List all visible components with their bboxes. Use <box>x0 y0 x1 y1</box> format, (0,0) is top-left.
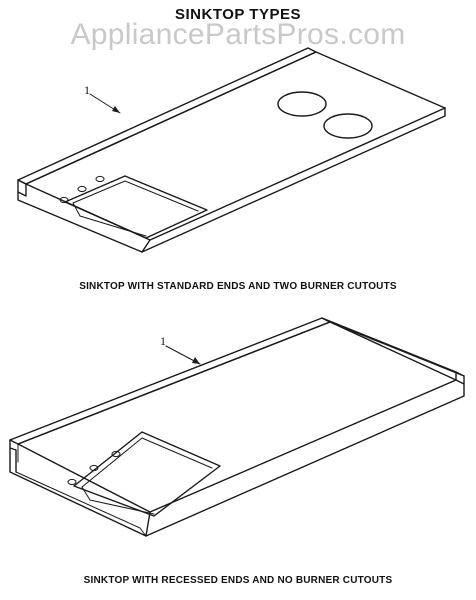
recessed-end-bottom <box>15 471 147 537</box>
page-title: SINKTOP TYPES <box>175 6 301 23</box>
sink-inner-rim <box>72 180 199 212</box>
sink-bowl-wall <box>81 486 155 515</box>
sink-cutout <box>73 431 221 517</box>
burner-cutout-1 <box>277 91 327 117</box>
recessed-end-inner <box>9 447 17 473</box>
faucet-hole-2 <box>77 185 87 193</box>
countertop-surface <box>17 321 457 513</box>
countertop-front-edge <box>9 383 465 537</box>
faucet-hole-1 <box>59 196 69 204</box>
figure-2-caption: SINKTOP WITH RECESSED ENDS AND NO BURNER… <box>83 575 393 586</box>
end-splash-edge <box>455 371 465 385</box>
watermark-text: AppliancePartsPros.com <box>70 18 406 51</box>
faucet-hole-3 <box>95 175 105 183</box>
sink-bowl-wall <box>72 202 147 237</box>
backsplash-end <box>17 179 27 197</box>
callout-arrowhead-2 <box>192 357 200 364</box>
callout-arrowhead-1 <box>112 106 120 113</box>
callout-number-2: 1 <box>160 334 166 348</box>
faucet-hole-1 <box>67 478 77 486</box>
countertop-corner <box>145 511 151 537</box>
countertop-corner <box>141 239 151 253</box>
sink-cutout <box>64 175 208 239</box>
sink-inner-rim <box>81 437 213 488</box>
figure-1-caption: SINKTOP WITH STANDARD ENDS AND TWO BURNE… <box>79 281 397 292</box>
faucet-hole-2 <box>89 464 99 472</box>
end-splash-top <box>321 317 465 377</box>
burner-cutout-2 <box>323 113 373 139</box>
backsplash-top <box>9 317 331 445</box>
callout-number-1: 1 <box>84 83 90 97</box>
faucet-hole-3 <box>111 450 121 458</box>
